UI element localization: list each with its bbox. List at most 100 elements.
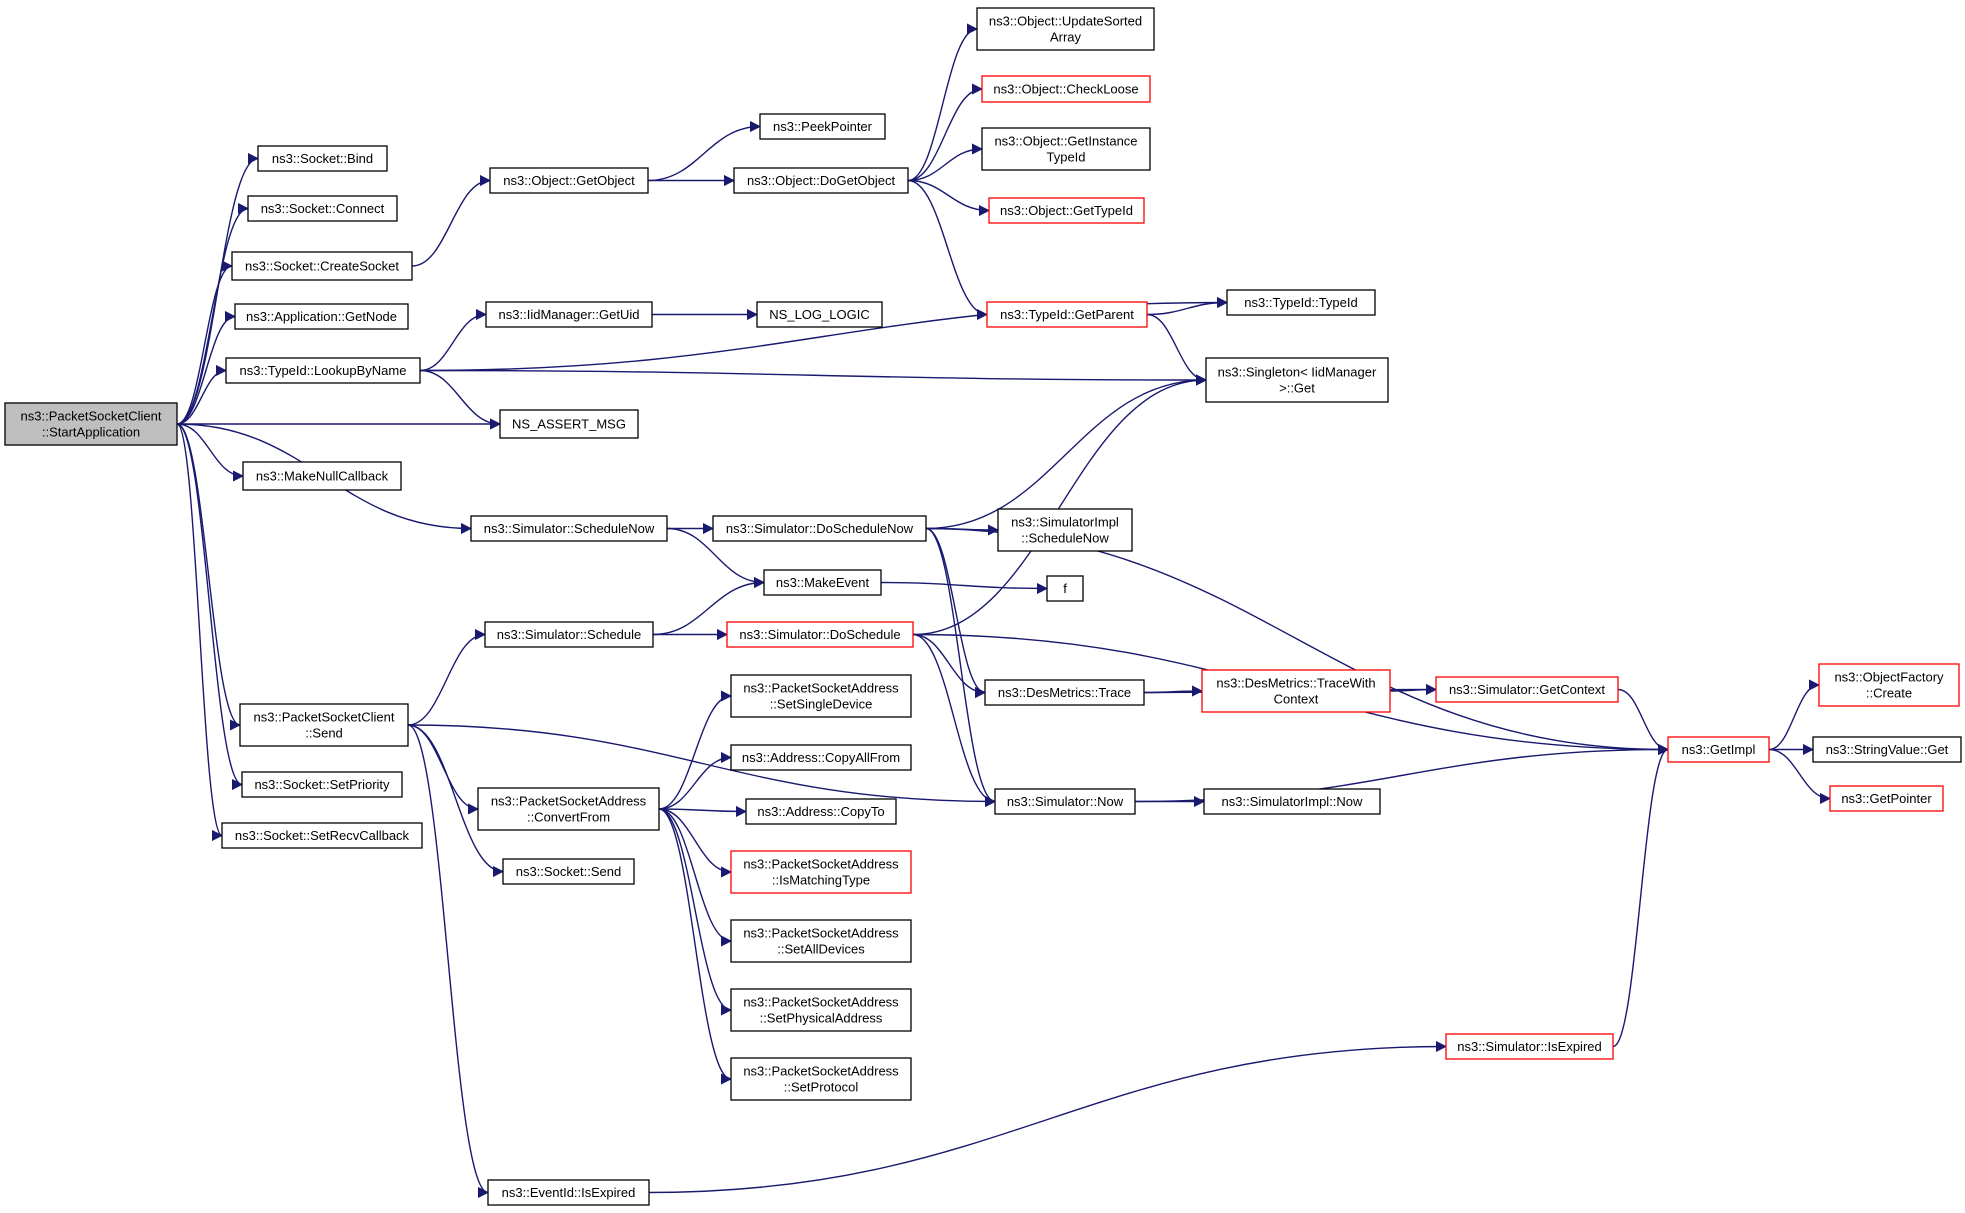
- node-typeidtypeid[interactable]: ns3::TypeId::TypeId: [1226, 289, 1376, 316]
- node-box-objectfactorycreate[interactable]: [1818, 663, 1960, 707]
- node-desmetricstrace[interactable]: ns3::DesMetrics::Trace: [984, 679, 1145, 706]
- node-nslogic[interactable]: NS_LOG_LOGIC: [756, 301, 883, 328]
- node-box-root[interactable]: [4, 402, 178, 446]
- node-box-objgettypeid[interactable]: [988, 197, 1145, 224]
- node-box-tracewithcontext[interactable]: [1201, 669, 1391, 713]
- node-singletonget[interactable]: ns3::Singleton< IidManager >::Get: [1205, 357, 1389, 403]
- node-box-convertfrom[interactable]: [477, 787, 660, 831]
- node-box-setrecvcallback[interactable]: [221, 822, 423, 849]
- node-simimplschedulenow[interactable]: ns3::SimulatorImpl::ScheduleNow: [997, 508, 1133, 552]
- node-box-f[interactable]: [1046, 575, 1084, 602]
- node-getpointer[interactable]: ns3::GetPointer: [1829, 785, 1944, 812]
- node-box-makeevent[interactable]: [763, 569, 882, 596]
- node-copyto[interactable]: ns3::Address::CopyTo: [745, 798, 897, 825]
- node-getcontext[interactable]: ns3::Simulator::GetContext: [1435, 676, 1619, 703]
- node-box-getuid[interactable]: [485, 301, 653, 328]
- node-getnode[interactable]: ns3::Application::GetNode: [234, 303, 409, 330]
- node-lookupbyname[interactable]: ns3::TypeId::LookupByName: [225, 357, 421, 384]
- node-box-simisexpired[interactable]: [1445, 1033, 1614, 1060]
- node-ismatchingtype[interactable]: ns3::PacketSocketAddress::IsMatchingType: [730, 850, 912, 894]
- node-box-simnow[interactable]: [994, 788, 1136, 815]
- node-dogetobject[interactable]: ns3::Object::DoGetObject: [733, 167, 909, 194]
- node-box-updatesorted[interactable]: [976, 7, 1155, 51]
- node-stringvalueget[interactable]: ns3::StringValue::Get: [1812, 736, 1962, 763]
- node-setprotocol[interactable]: ns3::PacketSocketAddress::SetProtocol: [730, 1057, 912, 1101]
- node-box-send[interactable]: [239, 703, 409, 747]
- node-box-nslogic[interactable]: [756, 301, 883, 328]
- node-doschedulenow[interactable]: ns3::Simulator::DoScheduleNow: [712, 515, 927, 542]
- node-box-bind[interactable]: [257, 145, 388, 172]
- node-box-copyto[interactable]: [745, 798, 897, 825]
- node-box-typeidtypeid[interactable]: [1226, 289, 1376, 316]
- node-simnow[interactable]: ns3::Simulator::Now: [994, 788, 1136, 815]
- node-simisexpired[interactable]: ns3::Simulator::IsExpired: [1445, 1033, 1614, 1060]
- node-box-ismatchingtype[interactable]: [730, 850, 912, 894]
- node-box-getnode[interactable]: [234, 303, 409, 330]
- node-eventidisexpired[interactable]: ns3::EventId::IsExpired: [487, 1179, 650, 1206]
- node-checkloose[interactable]: ns3::Object::CheckLoose: [981, 75, 1151, 103]
- node-box-peekpointer[interactable]: [759, 113, 886, 140]
- node-send[interactable]: ns3::PacketSocketClient::Send: [239, 703, 409, 747]
- node-f[interactable]: f: [1046, 575, 1084, 602]
- node-setalldevices[interactable]: ns3::PacketSocketAddress::SetAllDevices: [730, 919, 912, 963]
- node-getparent[interactable]: ns3::TypeId::GetParent: [986, 301, 1148, 328]
- node-convertfrom[interactable]: ns3::PacketSocketAddress::ConvertFrom: [477, 787, 660, 831]
- node-schedule[interactable]: ns3::Simulator::Schedule: [484, 621, 654, 648]
- node-box-lookupbyname[interactable]: [225, 357, 421, 384]
- node-box-schedulenow[interactable]: [470, 515, 668, 542]
- node-box-eventidisexpired[interactable]: [487, 1179, 650, 1206]
- node-box-setsingledevice[interactable]: [730, 674, 912, 718]
- node-simimplnow[interactable]: ns3::SimulatorImpl::Now: [1203, 788, 1381, 815]
- node-getobject[interactable]: ns3::Object::GetObject: [489, 167, 649, 194]
- node-nsassert[interactable]: NS_ASSERT_MSG: [499, 409, 639, 439]
- node-socksend[interactable]: ns3::Socket::Send: [502, 858, 635, 885]
- node-box-stringvalueget[interactable]: [1812, 736, 1962, 763]
- node-box-singletonget[interactable]: [1205, 357, 1389, 403]
- node-copyallfrom[interactable]: ns3::Address::CopyAllFrom: [730, 744, 912, 771]
- node-box-setalldevices[interactable]: [730, 919, 912, 963]
- node-createsocket[interactable]: ns3::Socket::CreateSocket: [231, 251, 413, 281]
- node-box-getinstancetypeid[interactable]: [981, 127, 1151, 171]
- node-box-checkloose[interactable]: [981, 75, 1151, 103]
- node-box-makenullcallback[interactable]: [242, 461, 402, 491]
- node-getimpl[interactable]: ns3::GetImpl: [1667, 736, 1770, 763]
- node-root[interactable]: ns3::PacketSocketClient::StartApplicatio…: [4, 402, 178, 446]
- node-box-desmetricstrace[interactable]: [984, 679, 1145, 706]
- node-box-getparent[interactable]: [986, 301, 1148, 328]
- node-connect[interactable]: ns3::Socket::Connect: [247, 195, 398, 222]
- node-box-dogetobject[interactable]: [733, 167, 909, 194]
- node-box-getcontext[interactable]: [1435, 676, 1619, 703]
- node-objgettypeid[interactable]: ns3::Object::GetTypeId: [988, 197, 1145, 224]
- node-box-setphysicaladdress[interactable]: [730, 988, 912, 1032]
- node-box-nsassert[interactable]: [499, 409, 639, 439]
- node-getuid[interactable]: ns3::IidManager::GetUid: [485, 301, 653, 328]
- node-box-getpointer[interactable]: [1829, 785, 1944, 812]
- node-box-getobject[interactable]: [489, 167, 649, 194]
- node-bind[interactable]: ns3::Socket::Bind: [257, 145, 388, 172]
- node-setrecvcallback[interactable]: ns3::Socket::SetRecvCallback: [221, 822, 423, 849]
- node-box-setpriority[interactable]: [241, 771, 403, 798]
- node-box-setprotocol[interactable]: [730, 1057, 912, 1101]
- node-box-schedule[interactable]: [484, 621, 654, 648]
- node-doschedule[interactable]: ns3::Simulator::DoSchedule: [726, 621, 914, 648]
- node-setpriority[interactable]: ns3::Socket::SetPriority: [241, 771, 403, 798]
- node-box-connect[interactable]: [247, 195, 398, 222]
- node-makenullcallback[interactable]: ns3::MakeNullCallback: [242, 461, 402, 491]
- node-box-copyallfrom[interactable]: [730, 744, 912, 771]
- node-box-simimplnow[interactable]: [1203, 788, 1381, 815]
- node-box-createsocket[interactable]: [231, 251, 413, 281]
- node-box-doschedulenow[interactable]: [712, 515, 927, 542]
- node-box-socksend[interactable]: [502, 858, 635, 885]
- node-box-getimpl[interactable]: [1667, 736, 1770, 763]
- node-makeevent[interactable]: ns3::MakeEvent: [763, 569, 882, 596]
- node-schedulenow[interactable]: ns3::Simulator::ScheduleNow: [470, 515, 668, 542]
- node-objectfactorycreate[interactable]: ns3::ObjectFactory::Create: [1818, 663, 1960, 707]
- node-setsingledevice[interactable]: ns3::PacketSocketAddress::SetSingleDevic…: [730, 674, 912, 718]
- node-peekpointer[interactable]: ns3::PeekPointer: [759, 113, 886, 140]
- node-box-doschedule[interactable]: [726, 621, 914, 648]
- node-box-simimplschedulenow[interactable]: [997, 508, 1133, 552]
- node-setphysicaladdress[interactable]: ns3::PacketSocketAddress::SetPhysicalAdd…: [730, 988, 912, 1032]
